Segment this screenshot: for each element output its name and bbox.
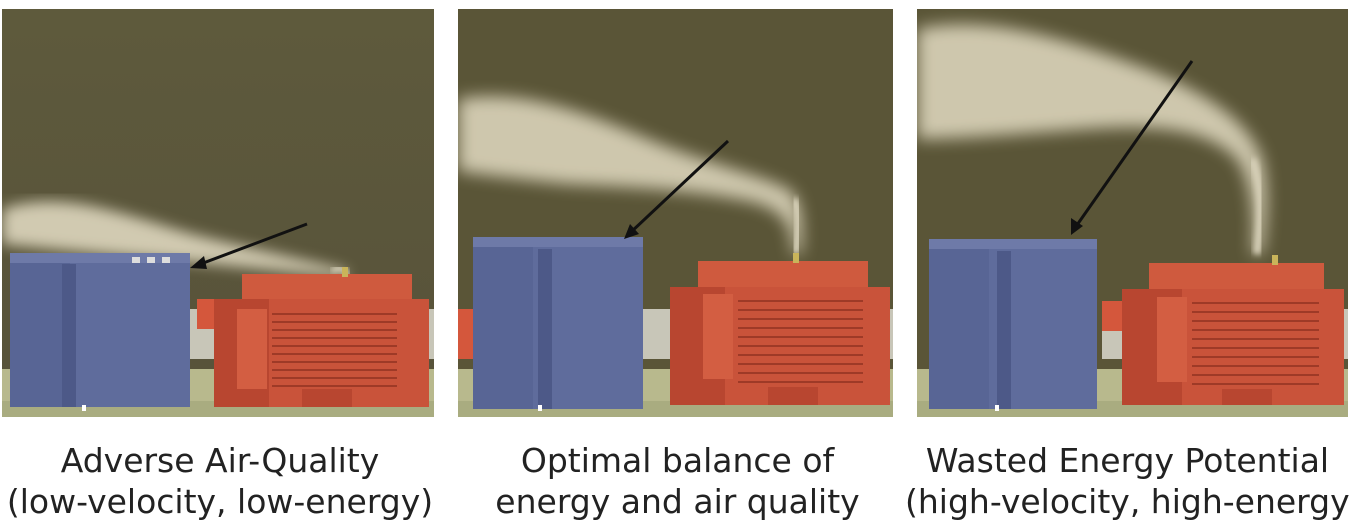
caption-wasted-energy: Wasted Energy Potential (high-velocity, … (905, 440, 1350, 522)
arrow-indicator (1071, 60, 1194, 235)
arrow-indicator (190, 222, 308, 269)
photo-panel-optimal (458, 9, 893, 417)
exhaust-plume (458, 96, 803, 255)
red-building (214, 267, 429, 407)
blue-building (10, 253, 190, 411)
arrow-indicator (624, 139, 730, 239)
photo-panel-low-velocity (2, 9, 434, 417)
caption-optimal-balance: Optimal balance of energy and air qualit… (455, 440, 900, 522)
caption-line-1: Optimal balance of (520, 441, 835, 480)
caption-line-2: energy and air quality (495, 482, 860, 521)
blue-building (473, 237, 643, 411)
red-building (670, 253, 890, 405)
caption-line-2: (low-velocity, low-energy) (6, 482, 434, 521)
caption-adverse-air-quality: Adverse Air-Quality (low-velocity, low-e… (0, 440, 440, 522)
caption-line-1: Adverse Air-Quality (60, 441, 380, 480)
exhaust-plume (917, 24, 1267, 255)
blue-building (929, 239, 1097, 411)
photo-panel-high-velocity (917, 9, 1348, 417)
caption-line-1: Wasted Energy Potential (925, 441, 1330, 480)
caption-line-2: (high-velocity, high-energy) (905, 482, 1350, 521)
red-building (1122, 255, 1344, 405)
